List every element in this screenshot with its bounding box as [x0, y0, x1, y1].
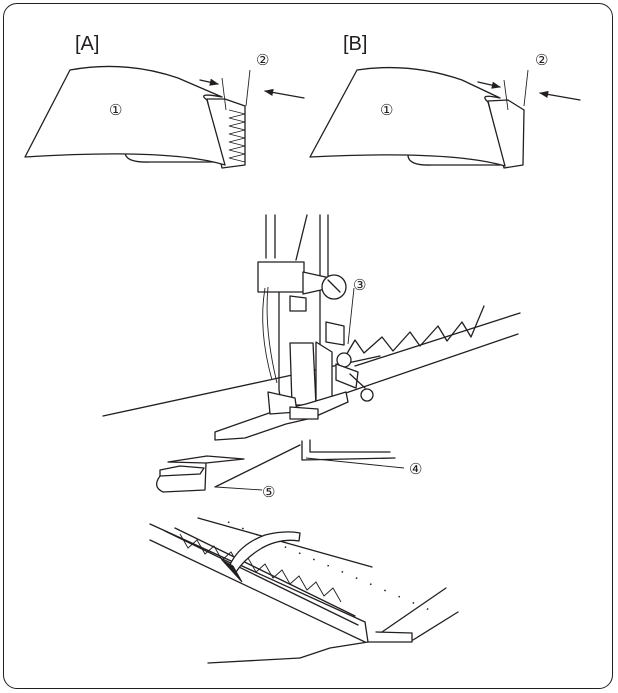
foot-guide	[301, 440, 396, 461]
panel-b-fabric-callout: ①	[380, 102, 393, 119]
finished-hem	[149, 517, 459, 664]
guide-callout: ③	[353, 277, 366, 294]
hem-stitched-edge	[149, 523, 366, 623]
clamp-screw	[321, 274, 347, 300]
panel-b-fabric	[309, 66, 506, 167]
needle	[278, 291, 282, 403]
foot-guide-callout: ④	[409, 461, 422, 478]
panel-a-width-callout: ②	[256, 52, 269, 69]
fold-callout: ⑤	[262, 484, 275, 501]
panel-a: [A] ① ②	[24, 33, 305, 169]
foot-shank	[289, 342, 317, 406]
panel-a-fabric-callout: ①	[109, 102, 122, 119]
zigzag-edge-icon	[228, 109, 246, 163]
fold-arrow-icon	[228, 531, 301, 573]
panel-b-width-callout: ②	[535, 52, 548, 69]
panel-b: [B] ① ②	[309, 33, 581, 169]
panel-b-label: [B]	[343, 33, 367, 55]
fabric-fold-line	[339, 333, 519, 396]
panel-a-fabric	[24, 65, 226, 166]
blind-hem-stitches	[344, 305, 485, 358]
fabric-right-edge	[354, 312, 521, 367]
sewing-scene: ③ ④ ⑤	[102, 214, 521, 501]
hem-fold-tab	[167, 455, 245, 464]
hem-overcast-stitches	[179, 533, 342, 603]
fabric-top-edge	[102, 355, 381, 417]
hem-top-edge	[197, 517, 373, 568]
needle-clamp	[257, 261, 305, 293]
panel-a-label: [A]	[75, 33, 99, 55]
